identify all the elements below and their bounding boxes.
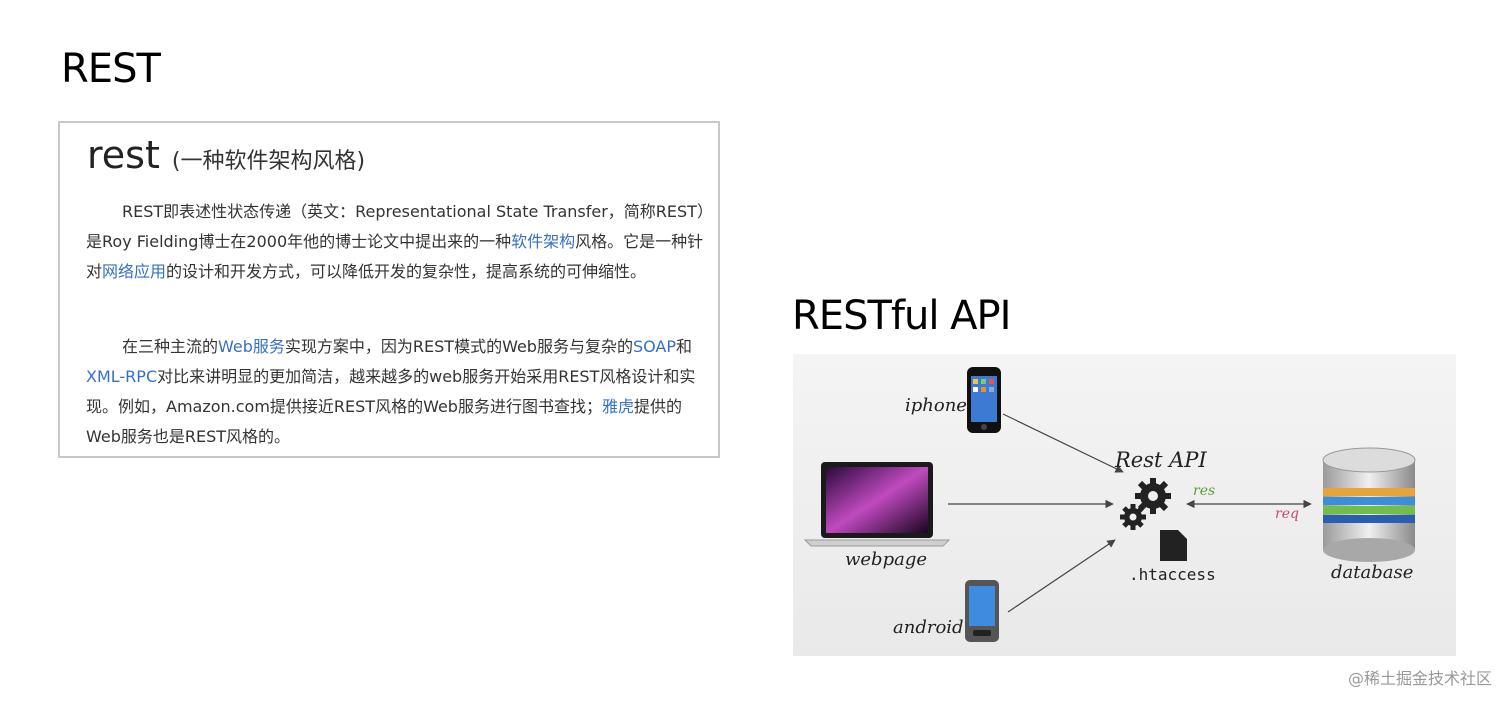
iphone-icon [967,367,1001,433]
label-rest-api: Rest API [1115,448,1207,472]
label-htaccess: .htaccess [1129,565,1216,584]
paragraph-2: 在三种主流的Web服务实现方案中，因为REST模式的Web服务与复杂的SOAP和… [86,332,706,452]
p2-text-e: 提供的Web服务也是REST风格的。 [86,397,682,446]
link-yahoo[interactable]: 雅虎 [601,397,634,416]
gears-icon [1120,478,1171,530]
label-database: database [1331,562,1414,583]
label-req: req [1275,506,1299,522]
label-res: res [1193,483,1216,499]
rest-heading: REST [61,46,161,92]
database-icon [1322,447,1416,562]
label-webpage: webpage [845,549,928,570]
rest-definition-card: rest (一种软件架构风格) REST即表述性状态传递（英文：Represent… [58,121,720,458]
p1-text-c: 的设计和开发方式，可以降低开发的复杂性，提高系统的可伸缩性。 [166,262,647,281]
android-phone-icon [965,580,999,642]
link-soap[interactable]: SOAP [632,337,677,356]
link-network-application[interactable]: 网络应用 [102,262,167,281]
restful-api-diagram: iphone webpage android Rest API .htacces… [793,354,1456,656]
link-web-service[interactable]: Web服务 [218,337,285,356]
p1-text-b: 风格。它是一种针对 [86,232,704,281]
restful-api-heading: RESTful API [792,293,1011,339]
link-xml-rpc[interactable]: XML-RPC [86,367,158,386]
watermark: @稀土掘金技术社区 [1347,669,1492,688]
laptop-icon [803,462,951,547]
diagram-arrows [948,413,1312,613]
card-title: rest (一种软件架构风格) [87,133,365,177]
label-iphone: iphone [905,395,967,416]
card-title-sub: (一种软件架构风格) [171,149,366,174]
paragraph-1: REST即表述性状态传递（英文：Representational State T… [86,197,706,287]
p2-text-b: 实现方案中，因为REST模式的Web服务与复杂的 [284,337,633,356]
p1-text-a: REST即表述性状态传递（英文：Representational State T… [86,202,705,251]
p2-text-d: 对比来讲明显的更加简洁，越来越多的web服务开始采用REST风格设计和实现。例如… [86,367,696,416]
diagram-graphics [803,367,1416,642]
link-software-architecture[interactable]: 软件架构 [511,232,576,251]
file-icon [1160,530,1187,561]
card-title-main: rest [87,133,160,177]
label-android: android [893,617,964,638]
p2-text-c: 和 [676,337,693,356]
p2-text-a: 在三种主流的 [122,337,219,356]
